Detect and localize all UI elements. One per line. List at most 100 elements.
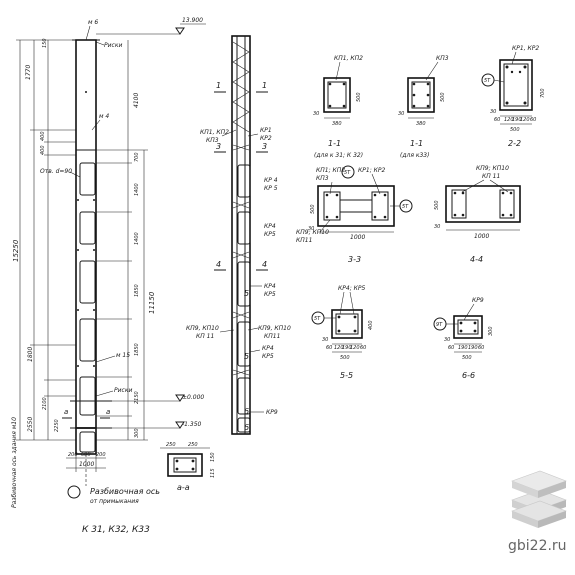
section-2-2: 5Т КР1, КР2 30 60 120 190 120 60 500 700… <box>481 45 546 148</box>
s22-title: 2-2 <box>508 139 521 148</box>
mark-4-right: 4 <box>262 260 267 269</box>
dim-left-1770: 1770 <box>25 65 32 80</box>
s22-dim-30: 30 <box>490 109 496 115</box>
s55-dim-60a: 60 <box>326 345 332 351</box>
mark-5: 5 <box>244 289 249 298</box>
el-label-kr5d: КР5 <box>262 353 274 360</box>
el-label-kr5c: КР5 <box>264 291 276 298</box>
aa-dim-250a: 250 <box>166 442 176 448</box>
el-label-kr4a: КР 4 <box>264 177 278 184</box>
mark-6: 6 <box>244 407 249 416</box>
s22-dim-60b: 60 <box>530 117 536 123</box>
s66-dim-190a: 190 <box>458 345 468 351</box>
label-riski-top: Риски <box>104 42 122 49</box>
s11a-title: 1-1 <box>328 139 341 148</box>
section-aa: 250 250 150 115 а-а <box>160 442 216 492</box>
s22-dim-60a: 60 <box>494 117 500 123</box>
s33-title: 3-3 <box>348 255 361 264</box>
el-label-kr9: КР9 <box>266 409 278 416</box>
s11b-dim-380: 380 <box>416 121 426 127</box>
dim-left-1800: 1800 <box>27 347 34 362</box>
column-elevation: 13.900 м 6 Риски м 4 Отв. d=90 м 15 Риск… <box>11 17 206 535</box>
caption-axis: Разбивочная ось <box>90 487 160 496</box>
el-label-kp11b: КП11 <box>264 333 280 340</box>
s66-dim-500: 500 <box>462 355 472 361</box>
s66-label: КР9 <box>472 297 484 304</box>
s55-dim-400: 400 <box>368 320 374 330</box>
s55-dim-60b: 60 <box>360 345 366 351</box>
s44-label-kp11: КП 11 <box>482 173 500 180</box>
s66-dim-300: 300 <box>488 326 494 336</box>
aa-dim-250b: 250 <box>188 442 198 448</box>
el-label-kr5b: КР5 <box>264 231 276 238</box>
s44-title: 4-4 <box>470 255 483 264</box>
s11b-dim-500: 500 <box>440 92 446 102</box>
dim-left-15250: 15250 <box>12 239 20 262</box>
s55-dim-30: 30 <box>322 337 328 343</box>
dim-right-300: 300 <box>134 428 140 438</box>
elev-zero: ±0.000 <box>182 394 204 401</box>
s55-mark: 5Т <box>314 316 321 322</box>
aa-dim-115: 115 <box>210 468 216 478</box>
dim-right-11150: 11150 <box>148 291 156 314</box>
el-label-kp11a: КП 11 <box>196 333 214 340</box>
dim-left-400a: 400 <box>40 131 46 141</box>
dim-left-2100: 2100 <box>42 397 48 410</box>
caption-vertical: Разбивочная ось здания м10 <box>11 417 18 508</box>
label-otv: Отв. d=90 <box>40 168 72 175</box>
section-3-3: 5Т 5Т КП1; КП2 КП3 КР1; КР2 КП9; КП10 КП… <box>296 165 413 264</box>
s11b-dim-30: 30 <box>398 111 404 117</box>
s22-dim-120b: 120 <box>520 117 530 123</box>
dim-right-2150: 2150 <box>134 391 140 404</box>
s55-dim-500: 500 <box>340 355 350 361</box>
s66-dim-30: 30 <box>444 337 450 343</box>
s33-label-kp11: КП11 <box>296 237 312 244</box>
s11a-label: КП1, КП2 <box>334 55 363 62</box>
mark-3-left: 3 <box>216 142 221 151</box>
dim-right-4100: 4100 <box>133 93 140 108</box>
s55-dim-120b: 120 <box>350 345 360 351</box>
section-1-1-b: КП3 30 380 500 1-1 (для к33) <box>398 55 449 159</box>
label-m6: м 6 <box>88 19 98 26</box>
label-m15: м 15 <box>116 352 130 359</box>
el-label-kp9a: КП9, КП10 <box>186 325 219 332</box>
s33-label-kp9: КП9; КП10 <box>296 229 329 236</box>
s55-dim-120a: 120 <box>334 345 344 351</box>
mark-3-right: 3 <box>262 142 267 151</box>
el-label-kr5a: КР 5 <box>264 185 278 192</box>
section-5-5: 5Т КР4; КР5 30 60 120 190 120 60 500 400… <box>311 285 374 380</box>
aa-dim-150: 150 <box>210 452 216 462</box>
s33-mark-b: 5Т <box>402 204 409 210</box>
s11a-dim-500: 500 <box>356 92 362 102</box>
s22-dim-190: 190 <box>512 117 522 123</box>
dim-left-400b: 400 <box>40 145 46 155</box>
s66-mark: 9Т <box>436 322 443 328</box>
s44-dim-500: 500 <box>434 200 440 210</box>
dim-right-1850a: 1850 <box>134 284 140 297</box>
s22-dim-500: 500 <box>510 127 520 133</box>
s33-label-kr1: КР1; КР2 <box>358 167 386 174</box>
dim-left-150: 150 <box>42 38 48 48</box>
s55-label: КР4; КР5 <box>338 285 366 292</box>
dim-right-1400a: 1400 <box>134 183 140 196</box>
el-label-kp3: КП3 <box>206 137 219 144</box>
s44-dim-30: 30 <box>434 224 440 230</box>
s66-dim-190b: 190 <box>468 345 478 351</box>
el-label-kp1kp2: КП1, КП2 <box>200 129 229 136</box>
dim-bottom-200b: 200 <box>96 452 106 458</box>
s22-mark: 5Т <box>484 78 491 84</box>
s11b-subtitle: (для к33) <box>400 152 429 159</box>
dim-left-2550: 2550 <box>27 417 34 432</box>
section-mark-left: а <box>64 408 68 416</box>
elev-top: 13.900 <box>182 17 203 24</box>
slab-stack-icon <box>511 470 567 528</box>
s66-dim-60b: 60 <box>478 345 484 351</box>
s22-dim-120a: 120 <box>504 117 514 123</box>
el-label-kr1: КР1 <box>260 127 272 134</box>
s33-label-kp3: КП3 <box>316 175 329 182</box>
s11a-dim-30: 30 <box>313 111 319 117</box>
dim-right-700: 700 <box>134 152 140 162</box>
dim-bottom-200a: 200 <box>68 452 78 458</box>
aa-title: а-а <box>177 483 190 492</box>
